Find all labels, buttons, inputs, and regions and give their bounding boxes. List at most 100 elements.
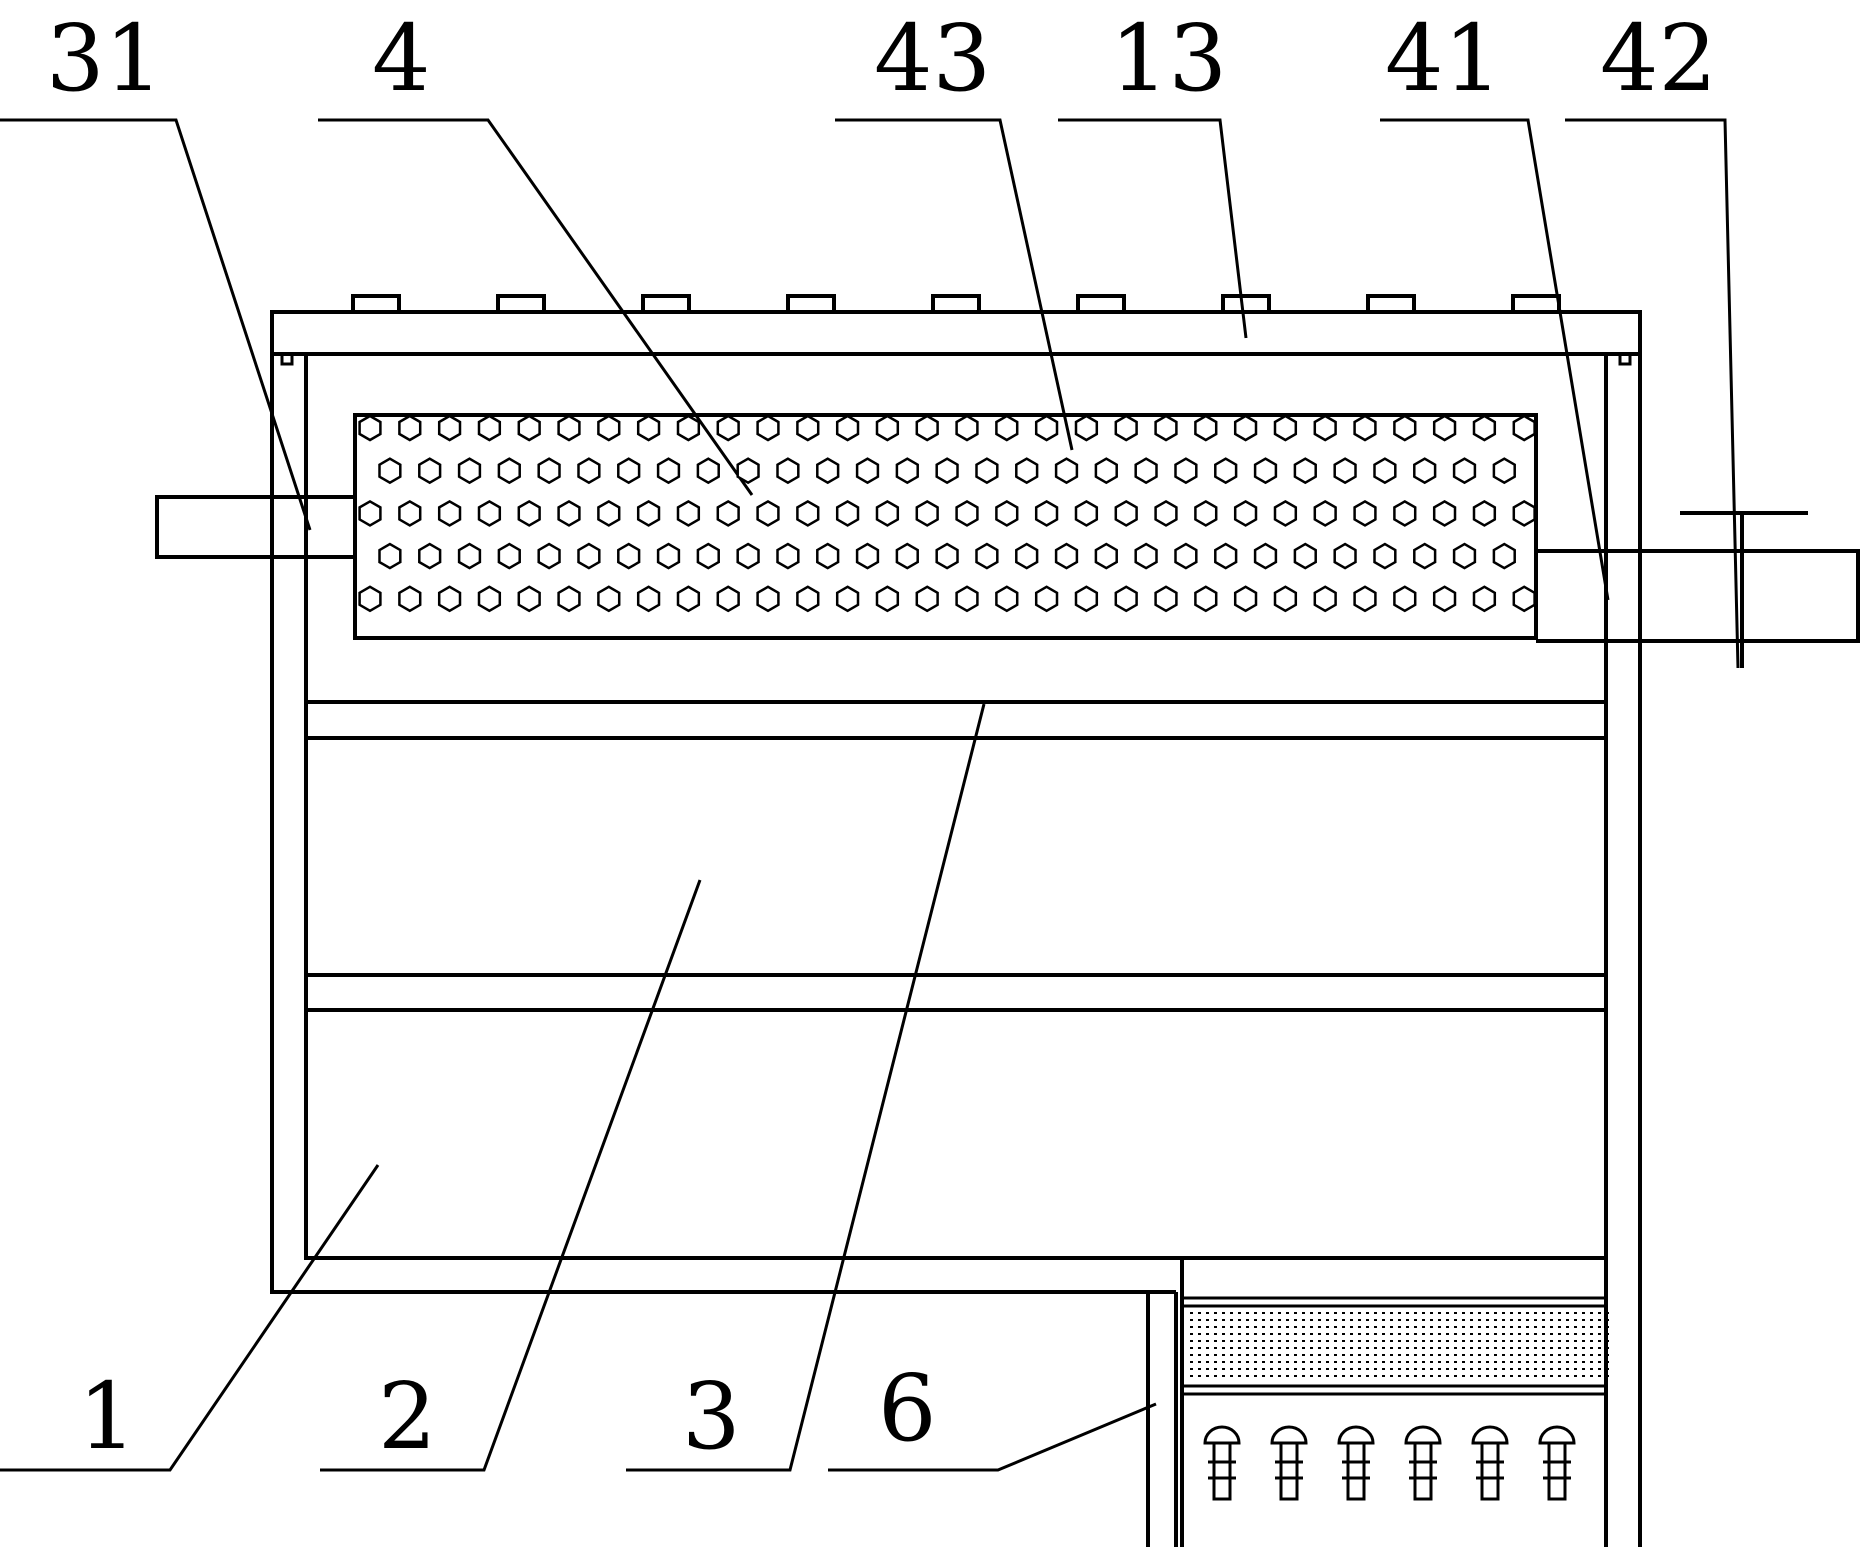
- sand-dot: [1430, 1333, 1433, 1335]
- sand-dot: [1246, 1368, 1249, 1370]
- sand-dot: [1294, 1347, 1297, 1349]
- sand-dot: [1438, 1312, 1441, 1314]
- sand-dot: [1518, 1354, 1521, 1356]
- hex-hole: [477, 414, 502, 442]
- hex-hole: [796, 414, 820, 442]
- sand-dot: [1310, 1333, 1313, 1335]
- sand-dot: [1422, 1333, 1425, 1335]
- hex-hole: [1034, 585, 1059, 613]
- sand-dot: [1590, 1319, 1593, 1321]
- sand-dot: [1438, 1319, 1441, 1321]
- hex-hole: [636, 585, 661, 613]
- sand-dot: [1310, 1375, 1313, 1377]
- sand-dot: [1302, 1319, 1305, 1321]
- sand-dot: [1494, 1333, 1497, 1335]
- sand-dot: [1558, 1354, 1561, 1356]
- sand-dot: [1462, 1354, 1465, 1356]
- sand-dot: [1318, 1368, 1321, 1370]
- sand-dot: [1542, 1354, 1545, 1356]
- sand-dot: [1334, 1361, 1337, 1363]
- sand-dot: [1254, 1340, 1257, 1342]
- sand-dot: [1438, 1326, 1441, 1328]
- hex-hole: [1373, 542, 1397, 570]
- sand-dot: [1598, 1312, 1601, 1314]
- hex-hole: [1194, 585, 1218, 613]
- sand-dot: [1262, 1333, 1265, 1335]
- hex-hole: [995, 499, 1019, 527]
- sand-dot: [1526, 1340, 1529, 1342]
- sand-dot: [1222, 1340, 1225, 1342]
- sand-dot: [1422, 1354, 1425, 1356]
- sand-dot: [1222, 1333, 1225, 1335]
- callout-43: 43: [874, 5, 991, 112]
- sand-dot: [1342, 1333, 1345, 1335]
- sand-dot: [1318, 1333, 1321, 1335]
- sand-dot: [1294, 1319, 1297, 1321]
- sand-dot: [1566, 1361, 1569, 1363]
- nozzle: [1404, 1425, 1442, 1501]
- sand-dot: [1358, 1361, 1361, 1363]
- sand-dot: [1318, 1326, 1321, 1328]
- sand-dot: [1462, 1326, 1465, 1328]
- sand-dot: [1262, 1340, 1265, 1342]
- sand-dot: [1350, 1326, 1353, 1328]
- sand-dot: [1366, 1347, 1369, 1349]
- sand-dot: [1582, 1368, 1585, 1370]
- sand-dot: [1582, 1326, 1585, 1328]
- callout-31: 31: [46, 5, 163, 112]
- sand-dot: [1398, 1340, 1401, 1342]
- sand-dot: [1438, 1368, 1441, 1370]
- hex-hole: [636, 414, 661, 442]
- hex-hole: [1432, 585, 1457, 613]
- hex-hole: [835, 414, 860, 442]
- hex-hole: [696, 457, 720, 485]
- sand-dot: [1422, 1326, 1425, 1328]
- hex-hole: [1313, 499, 1337, 527]
- hex-hole: [437, 585, 462, 613]
- sand-dot: [1502, 1326, 1505, 1328]
- sand-dot: [1358, 1354, 1361, 1356]
- hex-hole: [816, 457, 840, 485]
- sand-dot: [1222, 1312, 1225, 1314]
- sand-dot: [1358, 1326, 1361, 1328]
- sand-dot: [1534, 1375, 1537, 1377]
- sand-dot: [1414, 1319, 1417, 1321]
- sand-dot: [1462, 1333, 1465, 1335]
- hex-hole: [378, 457, 402, 485]
- sand-dot: [1310, 1319, 1313, 1321]
- hex-hole: [1074, 585, 1099, 613]
- nozzle: [1538, 1425, 1576, 1501]
- sand-dot: [1198, 1368, 1201, 1370]
- sand-dot: [1422, 1375, 1425, 1377]
- sand-dot: [1574, 1333, 1577, 1335]
- sand-dot: [1294, 1361, 1297, 1363]
- sand-dot: [1382, 1375, 1385, 1377]
- sand-dot: [1334, 1312, 1337, 1314]
- sand-dot: [1414, 1375, 1417, 1377]
- sand-dot: [1566, 1368, 1569, 1370]
- sand-dot: [1542, 1347, 1545, 1349]
- sand-dot: [1558, 1333, 1561, 1335]
- sand-dot: [1598, 1354, 1601, 1356]
- sand-dot: [1326, 1368, 1329, 1370]
- sand-dot: [1206, 1347, 1209, 1349]
- sand-dot: [1206, 1375, 1209, 1377]
- sand-dot: [1350, 1354, 1353, 1356]
- sand-dot: [1598, 1333, 1601, 1335]
- sand-dot: [1598, 1375, 1601, 1377]
- sand-dot: [1558, 1368, 1561, 1370]
- sand-dot: [1334, 1333, 1337, 1335]
- sand-dot: [1214, 1354, 1217, 1356]
- hex-hole: [776, 457, 800, 485]
- hex-hole: [597, 585, 621, 613]
- sand-dot: [1526, 1319, 1529, 1321]
- sand-dot: [1382, 1340, 1385, 1342]
- sand-dot: [1590, 1340, 1593, 1342]
- leader-13: [1058, 118, 1248, 339]
- sand-dot: [1414, 1347, 1417, 1349]
- hex-hole: [597, 414, 621, 442]
- sand-dot: [1294, 1340, 1297, 1342]
- hex-hole: [895, 542, 919, 570]
- hex-hole: [955, 414, 979, 442]
- sand-dot: [1302, 1368, 1305, 1370]
